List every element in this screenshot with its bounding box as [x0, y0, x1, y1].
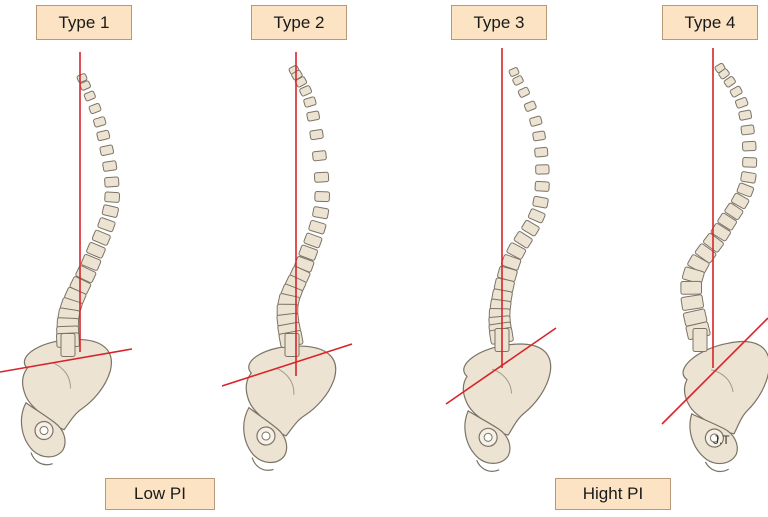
type-4-sacral-line	[661, 317, 768, 425]
type-4-vertebra	[724, 202, 744, 221]
type-3-vertebra	[527, 208, 546, 224]
type-3-vertebra	[534, 180, 550, 192]
type-3-vertebra	[523, 100, 537, 112]
type-4-vertebra	[741, 140, 757, 152]
type-2-vertebra	[314, 191, 330, 203]
low-pi-label: Low PI	[105, 478, 215, 510]
type-3-label: Type 3	[451, 5, 547, 40]
type-4-vertebra	[736, 182, 755, 198]
type-2-vertebra	[313, 171, 330, 183]
type-3-vertebra	[506, 242, 527, 260]
type-4-vertebra	[680, 294, 704, 311]
type-1-vertebra	[101, 204, 119, 218]
type-3-sacral-line	[445, 327, 557, 405]
type-4-vertebra	[729, 85, 743, 98]
type-1-vertebra	[79, 80, 91, 91]
type-3-vertebra	[501, 254, 522, 271]
type-2-spine	[221, 52, 353, 474]
type-2-vertebra	[308, 219, 327, 235]
type-4-vertebra	[735, 97, 749, 109]
type-1-vertebra	[75, 265, 97, 284]
type-3-vertebra	[532, 195, 549, 209]
type-2-vertebra	[312, 150, 327, 162]
type-4-label: Type 4	[662, 5, 758, 40]
type-3-vertebra	[521, 219, 540, 237]
type-4-vertebra	[680, 280, 703, 295]
type-1-vertebra	[97, 217, 116, 233]
type-2-vertebra	[284, 333, 300, 357]
type-3-pelvis	[448, 335, 571, 477]
type-2-label: Type 2	[251, 5, 347, 40]
type-1-vertebra	[60, 333, 76, 357]
type-1-label: Type 1	[36, 5, 132, 40]
type-1-vertebra	[83, 90, 96, 102]
type-3-vertebra	[513, 231, 533, 249]
type-4-vertebra	[718, 68, 730, 80]
type-2-vertebra	[309, 129, 324, 141]
type-4-vertebra	[723, 76, 736, 88]
type-4-vertebra	[692, 328, 708, 352]
type-2-vertebra	[312, 206, 330, 220]
type-3-vertebra	[517, 86, 530, 98]
type-1-vertebra	[91, 229, 111, 246]
type-2-vertebra	[303, 232, 323, 249]
type-3-vertebra	[535, 164, 550, 175]
type-4-vertebra	[740, 124, 755, 136]
type-1-spine	[0, 52, 133, 469]
type-4-spine	[661, 48, 768, 479]
type-3-vertebra	[512, 75, 524, 86]
type-1-vertebra	[104, 176, 120, 188]
type-4-vertebra	[731, 192, 750, 210]
type-1-vertebra	[104, 191, 121, 203]
type-2-vertebra	[298, 244, 319, 261]
type-3-spine	[445, 48, 571, 477]
type-2-vertebra	[299, 85, 313, 97]
high-pi-label: Hight PI	[555, 478, 671, 510]
type-1-vertebra	[88, 103, 102, 115]
type-1-vertebra	[99, 144, 115, 157]
type-4-vertebra	[740, 171, 757, 184]
type-2-vertebra	[303, 96, 317, 108]
type-4-vertebra	[717, 212, 737, 231]
type-3-vertebra	[534, 146, 549, 158]
type-4-vertebra	[738, 109, 753, 121]
type-3-vertebra	[508, 67, 520, 77]
type-2-pelvis	[234, 341, 347, 474]
type-2-vertebra	[306, 110, 321, 122]
type-3-vertebra	[529, 115, 543, 127]
type-1-vertebra	[96, 129, 111, 142]
type-2-sacral-line	[221, 343, 353, 387]
type-1-vertebra	[93, 116, 107, 128]
type-1-vertebra	[102, 160, 118, 172]
type-3-vertebra	[532, 130, 546, 142]
type-1-vertebra	[86, 242, 106, 259]
type-1-sacral-line	[0, 348, 133, 373]
signature-mark: J.T	[713, 433, 730, 447]
type-4-vertebra	[742, 157, 758, 168]
type-1-vertebra	[80, 253, 102, 271]
